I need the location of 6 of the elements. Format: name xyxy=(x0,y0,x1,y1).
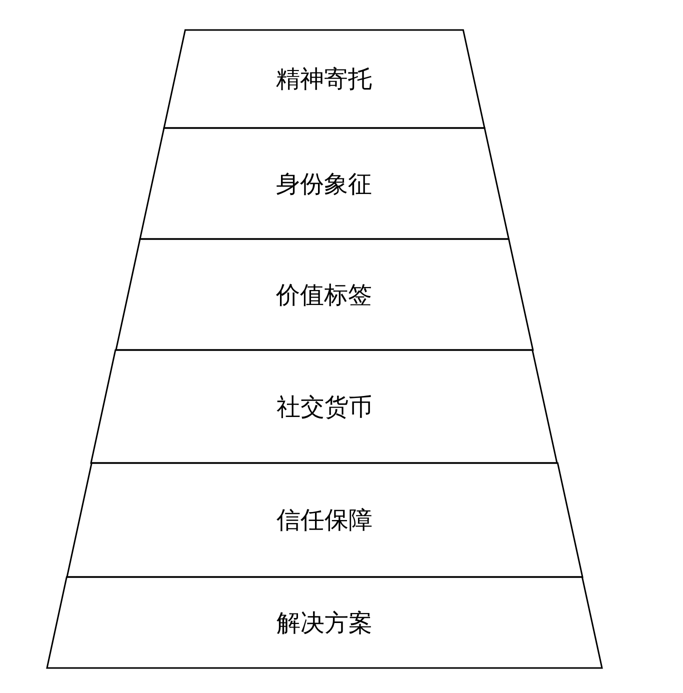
level-label: 价值标签 xyxy=(276,280,372,310)
level-label: 社交货币 xyxy=(276,392,372,422)
level-label: 信任保障 xyxy=(276,505,372,536)
level-label: 解决方案 xyxy=(276,608,372,638)
level-label: 身份象征 xyxy=(276,168,372,200)
level-label: 精神寄托 xyxy=(276,64,372,95)
